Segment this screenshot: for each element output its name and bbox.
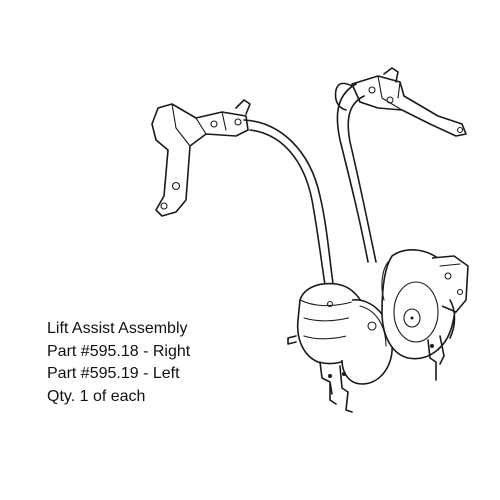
caption-right-part-number: Part #595.18 - Right [47, 342, 191, 360]
left-lift-assist-assembly [151, 99, 393, 413]
caption-title: Lift Assist Assembly [47, 320, 188, 337]
part-caption: Lift Assist Assembly Part #595.18 - Righ… [47, 318, 190, 408]
right-spring-housing [381, 249, 469, 381]
left-mounting-bracket [151, 99, 251, 217]
caption-left-part-number: Part #595.19 - Left [47, 365, 180, 382]
left-spring-housing [287, 282, 393, 413]
right-lift-assist-assembly [334, 67, 469, 381]
caption-quantity: Qty. 1 of each [47, 387, 146, 405]
left-lift-tube [243, 119, 337, 305]
right-mounting-bracket [351, 67, 467, 137]
right-lift-tube [334, 82, 377, 263]
